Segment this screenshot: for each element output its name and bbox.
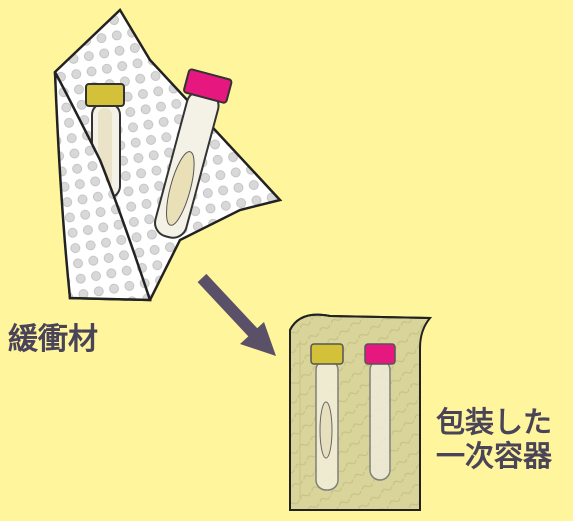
arrow-icon bbox=[197, 273, 276, 356]
bag-yellow-tube-icon bbox=[310, 343, 344, 491]
packed-bag-icon bbox=[289, 313, 433, 511]
bag-magenta-tube-icon bbox=[364, 343, 396, 481]
packed-primary-container-label: 包装した 一次容器 bbox=[436, 405, 552, 473]
bubble-wrap-front-flap-icon bbox=[53, 71, 152, 302]
magenta-cap-tube-icon bbox=[154, 68, 233, 239]
cushioning-material-label: 緩衝材 bbox=[8, 322, 98, 357]
packed-label-line-1: 包装した bbox=[436, 405, 553, 439]
packed-label-line-2: 一次容器 bbox=[436, 439, 553, 473]
bubble-wrap-group bbox=[53, 8, 283, 302]
